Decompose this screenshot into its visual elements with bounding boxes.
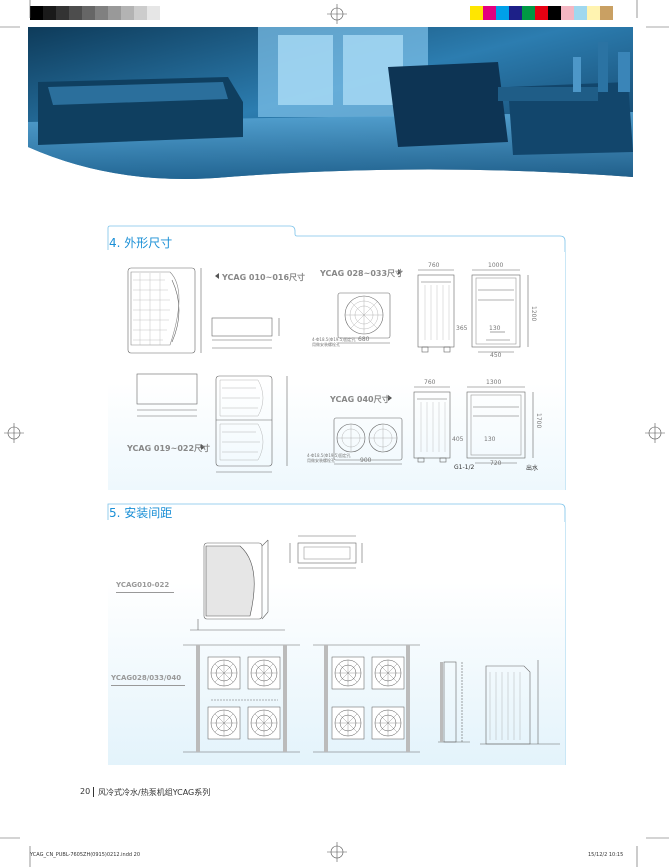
footer-title: 风冷式冷水/热泵机组YCAG系列 bbox=[98, 788, 211, 797]
swatch bbox=[160, 6, 173, 20]
dimensions-title: 4. 外形尺寸 bbox=[109, 236, 173, 250]
fan-icon bbox=[371, 656, 405, 690]
dim-040-height: 1700 bbox=[535, 413, 542, 429]
dim-028-base-width: 680 bbox=[358, 336, 370, 343]
swatch bbox=[134, 6, 147, 20]
dim-040-side-depth: 405 bbox=[452, 436, 464, 443]
swatch bbox=[147, 6, 160, 20]
swatch bbox=[121, 6, 134, 20]
swatch bbox=[95, 6, 108, 20]
footer-divider bbox=[93, 787, 94, 797]
swatch bbox=[496, 6, 509, 20]
slug-left: YCAG_CN_PUBL-7605ZH(0915)0212.indd 20 bbox=[30, 852, 141, 858]
dim-040-gap: 130 bbox=[484, 436, 496, 443]
model-label-040: YCAG 040尺寸 bbox=[330, 395, 390, 404]
model-label-010: YCAG 010~016尺寸 bbox=[222, 273, 306, 282]
dim-040-front-width: 1300 bbox=[486, 379, 502, 386]
fan-icon bbox=[247, 656, 281, 690]
dim-028-foot: 450 bbox=[490, 352, 502, 359]
swatch bbox=[509, 6, 522, 20]
model-label-019: YCAG 019~022尺寸 bbox=[127, 444, 211, 453]
install-model-028-040: YCAG028/033/040 bbox=[111, 674, 182, 682]
swatch bbox=[483, 6, 496, 20]
dim-040-outlet-label: 出水 bbox=[526, 465, 539, 472]
hero-interior-photo bbox=[28, 27, 633, 185]
swatch bbox=[82, 6, 95, 20]
fan-icon bbox=[331, 706, 365, 740]
page-number: 20 bbox=[80, 787, 91, 796]
fan-icon bbox=[331, 656, 365, 690]
fan-icon bbox=[207, 656, 241, 690]
install-model-010-022: YCAG010-022 bbox=[116, 581, 170, 589]
fan-icon bbox=[247, 706, 281, 740]
fan-note-040: 4-Ф18.5(Ф19.5)固定孔 用做安装螺栓孔 bbox=[307, 453, 351, 463]
fan-note-028: 4-Ф18.5(Ф19.5)固定孔 用做安装螺栓孔 bbox=[312, 337, 356, 347]
swatch bbox=[548, 6, 561, 20]
swatch bbox=[535, 6, 548, 20]
dim-040-top-width: 760 bbox=[424, 379, 436, 386]
install-model-028-underline bbox=[111, 685, 185, 686]
dim-028-top-width: 760 bbox=[428, 262, 440, 269]
swatch bbox=[108, 6, 121, 20]
dim-040-pipe-label: G1-1/2 bbox=[454, 464, 475, 471]
swatch bbox=[587, 6, 600, 20]
swatch bbox=[470, 6, 483, 20]
dimensions-panel bbox=[108, 252, 565, 490]
color-calibration-bar bbox=[470, 6, 613, 20]
swatch bbox=[522, 6, 535, 20]
swatch bbox=[600, 6, 613, 20]
dim-028-side-depth: 365 bbox=[456, 325, 468, 332]
dim-028-front-width: 1000 bbox=[488, 262, 504, 269]
dim-028-height: 1200 bbox=[530, 306, 537, 322]
dim-028-gap: 130 bbox=[489, 325, 501, 332]
swatch bbox=[69, 6, 82, 20]
swatch bbox=[43, 6, 56, 20]
swatch bbox=[561, 6, 574, 20]
model-label-028: YCAG 028~033尺寸 bbox=[320, 269, 404, 278]
swatch bbox=[574, 6, 587, 20]
swatch bbox=[56, 6, 69, 20]
installation-title: 5. 安装间距 bbox=[109, 506, 173, 520]
fan-icon bbox=[207, 706, 241, 740]
install-model-010-underline bbox=[116, 592, 174, 593]
fan-icon bbox=[371, 706, 405, 740]
dim-040-base-width: 900 bbox=[360, 457, 372, 464]
dim-040-foot: 720 bbox=[490, 460, 502, 467]
gray-calibration-bar bbox=[30, 6, 173, 20]
swatch bbox=[30, 6, 43, 20]
slug-right: 15/12/2 10:15 bbox=[588, 852, 624, 858]
